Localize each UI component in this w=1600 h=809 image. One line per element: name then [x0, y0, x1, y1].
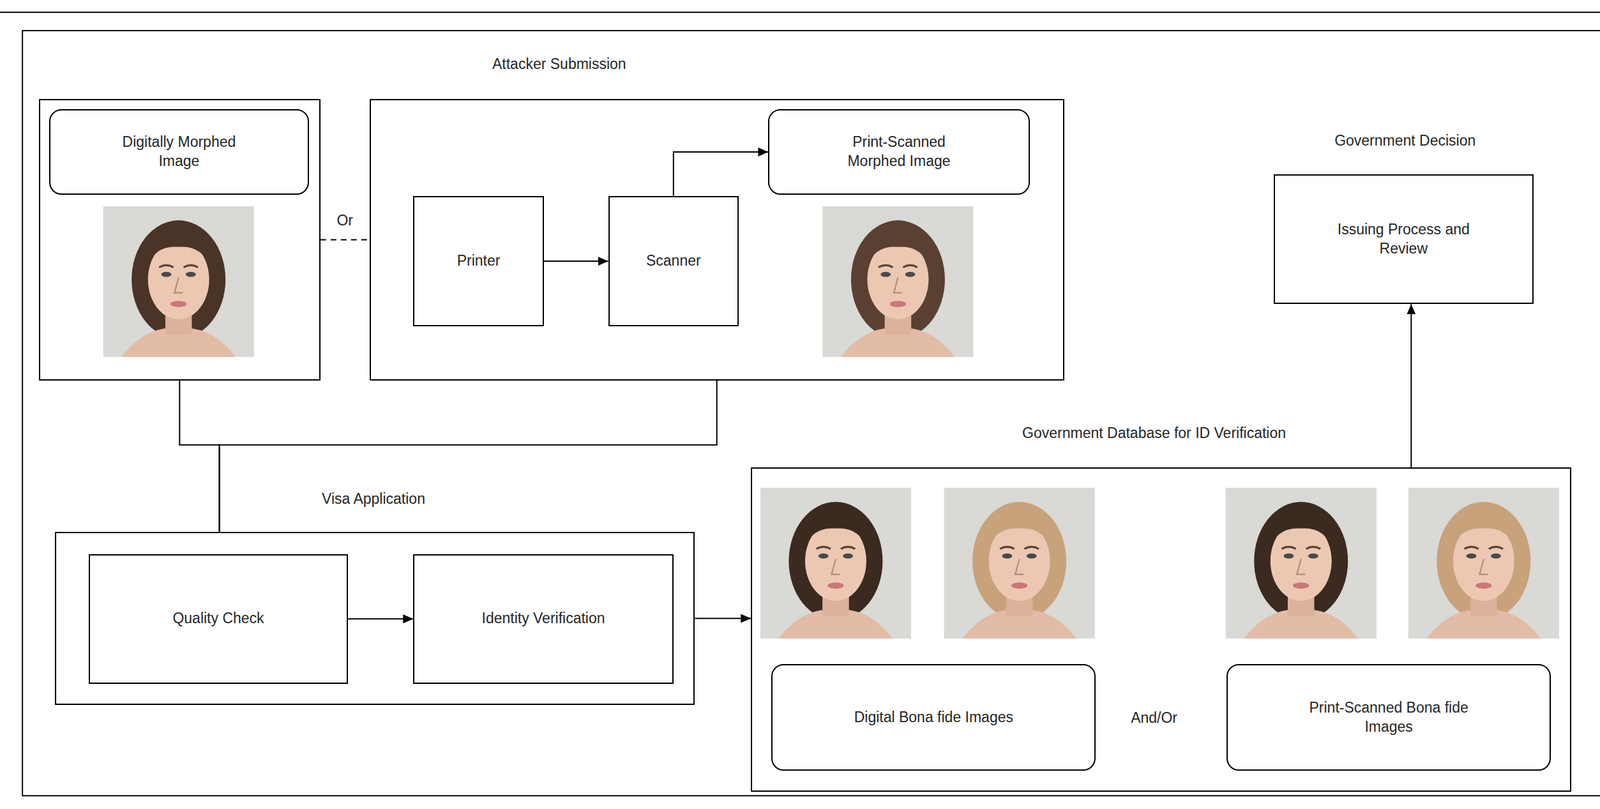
connector	[179, 380, 219, 532]
box-label: Print-Scanned Bona fide Images	[1291, 698, 1486, 737]
connector	[320, 239, 370, 241]
face-photo	[102, 206, 255, 357]
group-box: Attacker SubmissionPrinterScannerPrint-S…	[369, 98, 1065, 381]
edge-label: Or	[334, 211, 355, 230]
group-box: Visa ApplicationQuality CheckIdentity Ve…	[54, 531, 695, 706]
box-label: Digital Bona fide Images	[854, 708, 1014, 728]
image-caption-box: Digitally Morphed Image	[49, 109, 310, 195]
image-panel: Digitally Morphed Image	[38, 98, 321, 381]
connector	[347, 618, 414, 620]
connector	[673, 151, 769, 197]
process-box: Printer	[413, 196, 544, 327]
connector-word: And/Or	[1128, 708, 1180, 726]
box-label: Print-Scanned Morphed Image	[827, 132, 971, 172]
face-photo	[760, 487, 912, 639]
outer-frame	[22, 30, 1600, 796]
box-label: Digitally Morphed Image	[102, 132, 257, 172]
group-heading: Government Decision	[1334, 131, 1476, 151]
group-heading: Attacker Submission	[492, 54, 627, 75]
connector	[543, 260, 609, 262]
face-photo	[1408, 487, 1560, 639]
connector	[1410, 303, 1412, 468]
connector	[694, 618, 751, 620]
face-photo	[822, 206, 974, 357]
connector	[219, 380, 717, 532]
box-label: Scanner	[646, 251, 702, 271]
image-caption-box: Print-Scanned Morphed Image	[768, 109, 1030, 195]
face-photo	[943, 487, 1095, 639]
process-box: Identity Verification	[413, 554, 674, 684]
box-label: Printer	[457, 251, 501, 271]
group-box: Government Database for ID VerificationD…	[750, 467, 1572, 792]
top-rule	[0, 11, 1600, 13]
process-box: Quality Check	[88, 554, 348, 684]
image-caption-box: Print-Scanned Bona fide Images	[1226, 664, 1551, 770]
box-label: Identity Verification	[482, 609, 606, 629]
group-heading: Government Database for ID Verification	[1022, 423, 1286, 444]
box-label: Quality Check	[172, 609, 264, 629]
image-caption-box: Digital Bona fide Images	[771, 664, 1096, 770]
face-photo	[1225, 487, 1377, 639]
box-label: Issuing Process and Review	[1321, 220, 1486, 259]
group-heading: Visa Application	[321, 489, 426, 509]
process-box: Government DecisionIssuing Process and R…	[1273, 174, 1535, 304]
process-box: Scanner	[608, 196, 740, 327]
